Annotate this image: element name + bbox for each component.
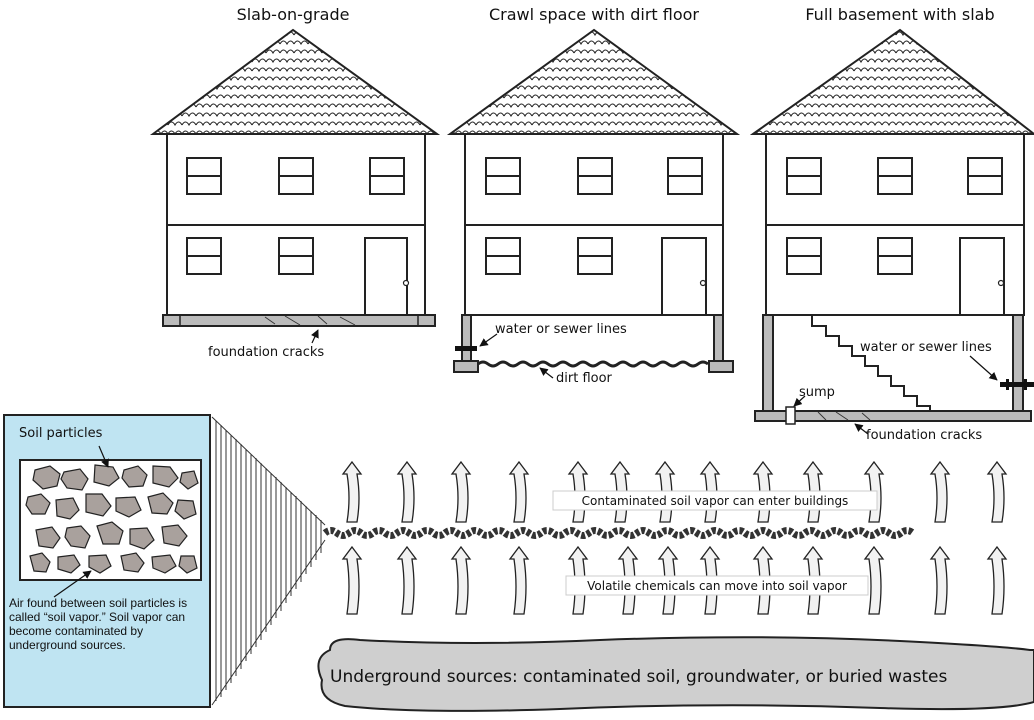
slab [162, 314, 436, 327]
crack [264, 315, 356, 326]
soil-vapor-description: Air found between soil particles is call… [9, 596, 188, 652]
door [364, 237, 408, 316]
basement-slab [754, 410, 1032, 422]
footing-right [708, 360, 734, 373]
label-dirt-floor: dirt floor [556, 371, 613, 386]
upper-flow-label-box [552, 490, 878, 511]
lower-flow-label: Volatile chemicals can move into soil va… [587, 579, 847, 593]
dirt-floor [477, 360, 709, 368]
vapor-arrow [929, 460, 951, 523]
lower-flow-label-box [565, 575, 869, 596]
soil-panel: Soil particles [3, 414, 326, 708]
label-foundation-cracks: foundation cracks [866, 428, 982, 443]
magnifier-lines [211, 416, 326, 706]
label-water-sewer-lines: water or sewer lines [495, 322, 627, 337]
soil-particles [25, 464, 199, 574]
house-title-crawl: Crawl space with dirt floor [489, 5, 699, 24]
vapor-arrow [396, 460, 418, 523]
label-foundation-cracks: foundation cracks [208, 345, 324, 360]
house-crawl-space: water or sewer lines dirt floor [446, 28, 741, 386]
house-title-basement: Full basement with slab [805, 5, 994, 24]
house-slab-on-grade: foundation cracks [149, 28, 441, 360]
crack [817, 411, 871, 421]
label-sump: sump [799, 385, 835, 400]
footing-left [453, 360, 479, 373]
soil-panel-title: Soil particles [19, 426, 103, 441]
vapor-arrow [341, 545, 363, 615]
vapor-arrow [450, 545, 472, 615]
vapor-arrow [929, 545, 951, 615]
vapor-arrow [986, 460, 1008, 523]
vapor-arrow [863, 545, 885, 615]
stairs [811, 315, 931, 411]
window [485, 157, 703, 275]
basement-wall-left [762, 314, 774, 414]
crawl-wall-left [461, 314, 472, 362]
vapor-arrow [508, 545, 530, 615]
house-title-slab: Slab-on-grade [237, 5, 350, 24]
sump [785, 406, 796, 425]
vapor-arrow [986, 545, 1008, 615]
underground-source-blob [317, 636, 1034, 712]
vapor-arrow [450, 460, 472, 523]
soil-layer [322, 527, 916, 539]
vapor-arrow [341, 460, 363, 523]
window [186, 157, 405, 275]
underground-source-label: Underground sources: contaminated soil, … [330, 667, 947, 687]
pipe [455, 346, 477, 351]
upper-flow-label: Contaminated soil vapor can enter buildi… [582, 494, 849, 508]
window [786, 157, 1003, 275]
crawl-wall-right [713, 314, 724, 362]
door [661, 237, 707, 316]
door [959, 237, 1005, 316]
pipe [1000, 382, 1034, 387]
basement-wall-right [1012, 314, 1024, 414]
house-full-basement: sump water or sewer lines foundation cra… [749, 28, 1034, 443]
label-water-sewer-lines: water or sewer lines [860, 340, 992, 355]
vapor-arrow [508, 460, 530, 523]
vapor-arrow [396, 545, 418, 615]
